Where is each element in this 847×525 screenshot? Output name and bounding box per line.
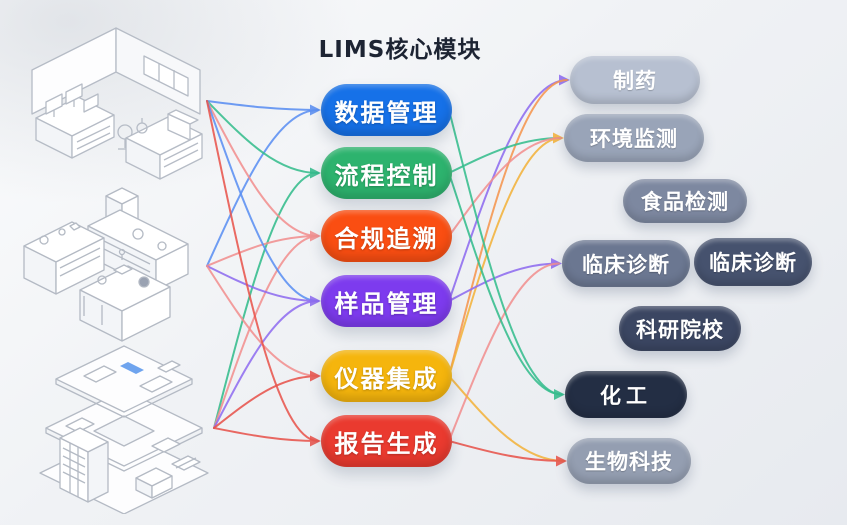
laboratory-benches-illustration <box>10 182 210 350</box>
module-pill-instrument-integration: 仪器集成 <box>321 350 452 402</box>
office-workstations-illustration <box>22 22 210 180</box>
industry-pill-clinical-diagnosis-1: 临床诊断 <box>562 240 690 287</box>
industry-pill-environmental-monitoring: 环境监测 <box>564 114 704 162</box>
industry-pill-research-institutes: 科研院校 <box>619 306 741 351</box>
industry-pill-food-testing: 食品检测 <box>623 179 747 223</box>
module-pill-process-control: 流程控制 <box>321 147 452 199</box>
module-pill-sample-management: 样品管理 <box>321 275 452 327</box>
industry-pill-chemical-industry: 化工 <box>565 371 687 418</box>
industry-pill-clinical-diagnosis-2: 临床诊断 <box>694 238 812 286</box>
diagram-title: LIMS核心模块 <box>318 37 482 63</box>
industry-pill-pharma: 制药 <box>570 56 700 104</box>
module-pill-compliance-tracing: 合规追溯 <box>321 210 452 262</box>
module-pill-data-management: 数据管理 <box>321 84 452 136</box>
industry-pill-biotech: 生物科技 <box>567 438 691 484</box>
stacked-building-floors-illustration <box>32 342 217 514</box>
module-pill-report-generation: 报告生成 <box>321 415 452 467</box>
